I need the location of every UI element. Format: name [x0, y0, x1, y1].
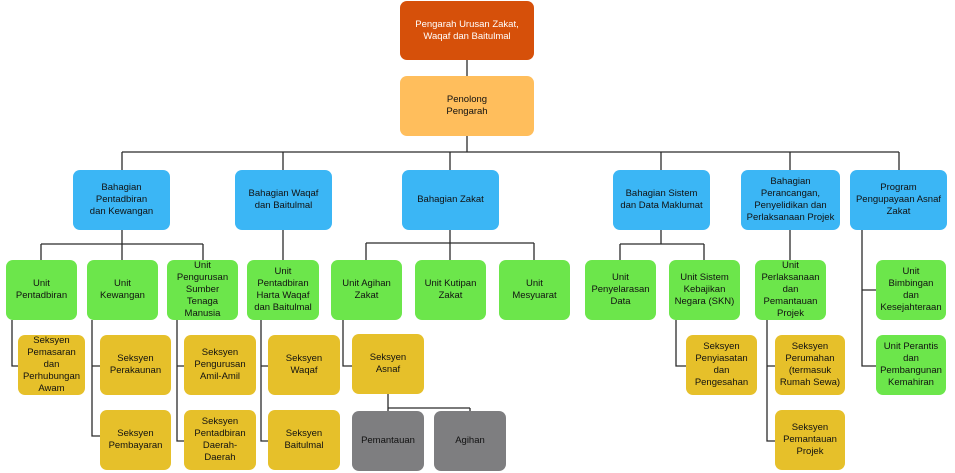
node-program-asnaf: Program Pengupayaan Asnaf Zakat	[850, 170, 947, 230]
node-unit-perlaksanaan: Unit Perlaksanaan dan Pemantauan Projek	[755, 260, 826, 320]
node-bahagian-sistem: Bahagian Sistem dan Data Maklumat	[613, 170, 710, 230]
node-bahagian-waqaf: Bahagian Waqaf dan Baitulmal	[235, 170, 332, 230]
connector-zakat-units	[365, 230, 535, 260]
connector-skn-seksyen	[675, 320, 686, 367]
connector-unit-kewangan-seksyen	[91, 320, 100, 437]
node-unit-pentadbiran-harta: Unit Pentadbiran Harta Waqaf dan Baitulm…	[247, 260, 319, 320]
connector-unit-pengurusan-seksyen	[176, 320, 184, 442]
node-seksyen-penyiasatan: Seksyen Penyiasatan dan Pengesahan	[686, 335, 757, 395]
connector-asnaf-sub	[387, 394, 471, 411]
node-unit-sistem-kebajikan: Unit Sistem Kebajikan Negara (SKN)	[669, 260, 740, 320]
node-agihan: Agihan	[434, 411, 506, 471]
connector-pentadbiran-units	[40, 230, 204, 260]
node-unit-kewangan: Unit Kewangan	[87, 260, 158, 320]
node-unit-pengurusan-sumber: Unit Pengurusan Sumber Tenaga Manusia	[167, 260, 238, 320]
node-penolong-pengarah: Penolong Pengarah	[400, 76, 534, 136]
node-pengarah: Pengarah Urusan Zakat, Waqaf dan Baitulm…	[400, 1, 534, 60]
node-unit-agihan-zakat: Unit Agihan Zakat	[331, 260, 402, 320]
node-unit-mesyuarat: Unit Mesyuarat	[499, 260, 570, 320]
node-seksyen-waqaf: Seksyen Waqaf	[268, 335, 340, 395]
node-seksyen-pembayaran: Seksyen Pembayaran	[100, 410, 171, 470]
node-bahagian-zakat: Bahagian Zakat	[402, 170, 499, 230]
node-seksyen-perakaunan: Seksyen Perakaunan	[100, 335, 171, 395]
connector-unit-pentadbiran-seksyen	[11, 320, 18, 367]
node-seksyen-perumahan: Seksyen Perumahan (termasuk Rumah Sewa)	[775, 335, 845, 395]
node-unit-penyelarasan-data: Unit Penyelarasan Data	[585, 260, 656, 320]
node-unit-perantis: Unit Perantis dan Pembangunan Kemahiran	[876, 335, 946, 395]
node-bahagian-pentadbiran: Bahagian Pentadbiran dan Kewangan	[73, 170, 170, 230]
node-seksyen-asnaf: Seksyen Asnaf	[352, 334, 424, 394]
node-unit-kutipan-zakat: Unit Kutipan Zakat	[415, 260, 486, 320]
node-seksyen-pengurusan-amil: Seksyen Pengurusan Amil-Amil	[184, 335, 256, 395]
node-bahagian-perancangan: Bahagian Perancangan, Penyelidikan dan P…	[741, 170, 840, 230]
connector-sistem-units	[619, 230, 705, 260]
node-unit-bimbingan: Unit Bimbingan dan Kesejahteraan	[876, 260, 946, 320]
node-seksyen-baitulmal: Seksyen Baitulmal	[268, 410, 340, 470]
node-unit-pentadbiran: Unit Pentadbiran	[6, 260, 77, 320]
node-pemantauan: Pemantauan	[352, 411, 424, 471]
connector-perlaksanaan-seksyen	[766, 320, 775, 442]
connector-program-units	[861, 230, 876, 367]
connector-agihan-seksyen	[342, 320, 352, 367]
node-seksyen-pemasaran: Seksyen Pemasaran dan Perhubungan Awam	[18, 335, 85, 395]
node-seksyen-pentadbiran-daerah: Seksyen Pentadbiran Daerah-Daerah	[184, 410, 256, 470]
connector-unit-harta-seksyen	[260, 320, 268, 442]
node-seksyen-pemantauan-projek: Seksyen Pemantauan Projek	[775, 410, 845, 470]
